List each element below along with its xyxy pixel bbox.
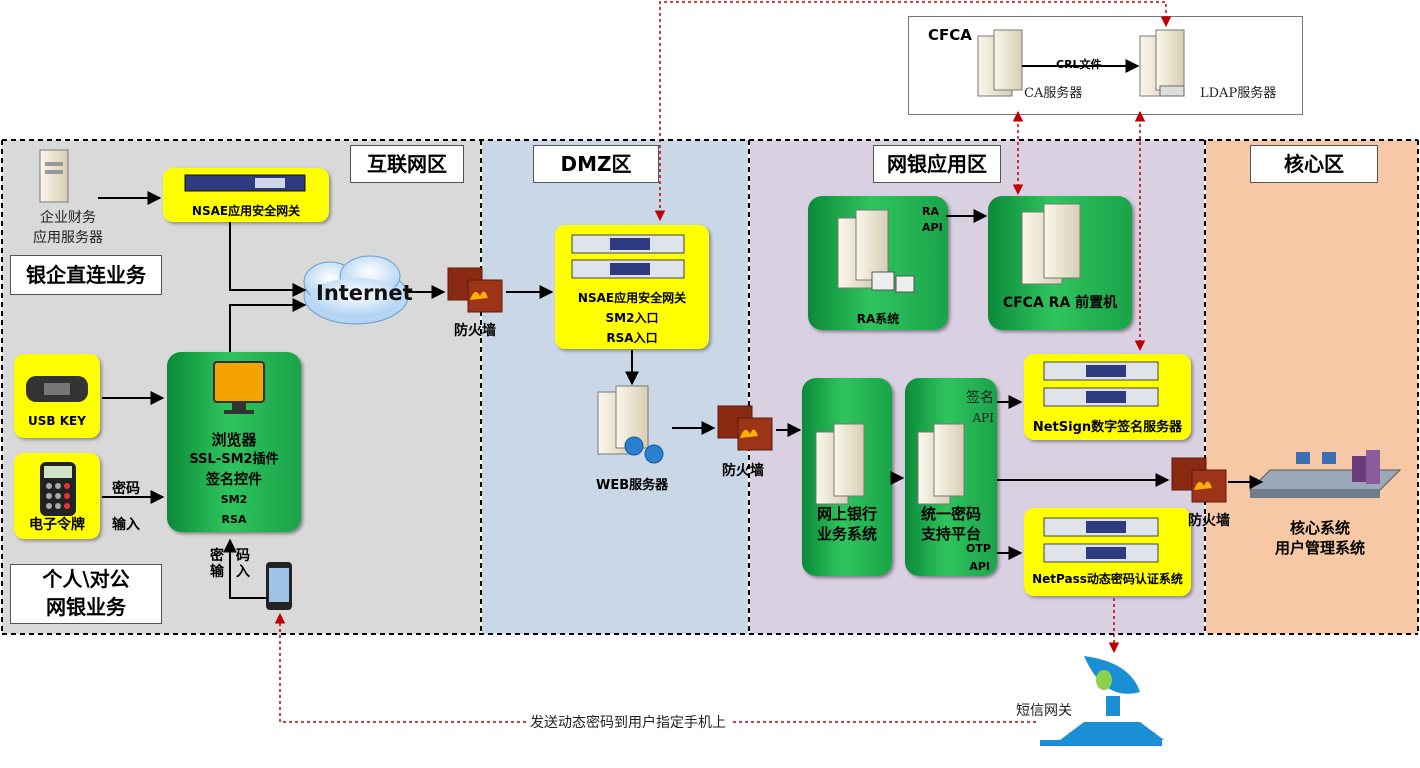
ra-api-label: RA API bbox=[922, 204, 943, 236]
ra-system-label: RA系统 bbox=[856, 312, 900, 326]
enterprise-server-line1: 企业财务 bbox=[40, 210, 96, 226]
cfca-title: CFCA bbox=[928, 26, 972, 44]
netpass-device bbox=[1043, 517, 1159, 563]
core-system-line1: 核心系统 bbox=[1289, 519, 1350, 537]
sms-gateway-label: 短信网关 bbox=[1016, 703, 1072, 719]
bank-enterprise-label: 银企直连业务 bbox=[10, 255, 162, 295]
zone-label-dmz: DMZ区 bbox=[533, 145, 659, 183]
dmz-gateway-line-2: SM2入口 bbox=[605, 311, 659, 325]
zone-dmz bbox=[482, 140, 748, 634]
usb-key-label: USB KEY bbox=[28, 414, 86, 428]
netbank-line-2: 业务系统 bbox=[816, 525, 877, 543]
send-otp-label: 发送动态密码到用户指定手机上 bbox=[526, 712, 730, 732]
web-server-icon bbox=[597, 385, 664, 464]
sign-api-line-1: 签名 bbox=[966, 390, 994, 406]
firewall-internet-label: 防火墙 bbox=[454, 323, 496, 339]
personal-line2: 网银业务 bbox=[46, 595, 126, 619]
core-system-line2: 用户管理系统 bbox=[1274, 539, 1365, 557]
sign-api-line-2: API bbox=[972, 411, 994, 425]
monitor-icon bbox=[213, 361, 265, 414]
cfca-ra-server-icon bbox=[1021, 203, 1081, 285]
dmz-gateway-line-3: RSA入口 bbox=[606, 331, 658, 345]
firewall-icon-internet bbox=[447, 267, 503, 313]
password-label: 密码 bbox=[112, 481, 140, 497]
crl-file-label: CRL文件 bbox=[1056, 58, 1102, 71]
enterprise-server-line2: 应用服务器 bbox=[33, 230, 103, 246]
otp-api-label: OTP API bbox=[966, 540, 991, 576]
core-system-label: 核心系统 用户管理系统 bbox=[1250, 518, 1390, 558]
sms-gateway-icon bbox=[1040, 656, 1164, 746]
personal-banking-label: 个人\对公 网银业务 bbox=[10, 564, 162, 624]
otp-api-line-2: API bbox=[969, 560, 990, 573]
netbank-system-label: 网上银行 业务系统 bbox=[802, 504, 892, 544]
web-server-label: WEB服务器 bbox=[596, 478, 669, 493]
browser-line-1: 浏览器 bbox=[211, 431, 257, 449]
cfca-ra-label: CFCA RA 前置机 bbox=[1002, 295, 1118, 311]
otp-platform-line-1: 统一密码 bbox=[920, 505, 981, 523]
internet-cloud-icon bbox=[303, 255, 409, 325]
token-label: 电子令牌 bbox=[29, 517, 85, 533]
dmz-gateway-lines: NSAE应用安全网关 SM2入口 RSA入口 bbox=[555, 288, 709, 348]
nsae-gateway-top-label: NSAE应用安全网关 bbox=[191, 204, 301, 218]
enterprise-server-label: 企业财务 应用服务器 bbox=[18, 208, 118, 248]
token-icon bbox=[40, 462, 76, 516]
phone-icon bbox=[266, 562, 292, 610]
browser-lines: 浏览器 SSL-SM2插件 签名控件 SM2 RSA bbox=[167, 430, 301, 530]
browser-line-4: SM2 bbox=[220, 493, 248, 506]
gateway-device-top bbox=[184, 174, 306, 192]
gateway-device-dmz bbox=[571, 234, 685, 279]
firewall-dmz-label: 防火墙 bbox=[722, 463, 764, 479]
code-enter-vertical: 码入 bbox=[236, 548, 250, 580]
input-label: 输入 bbox=[112, 517, 140, 533]
firewall-icon-dmz bbox=[717, 405, 773, 451]
personal-line1: 个人\对公 bbox=[42, 567, 130, 591]
firewall-core-label: 防火墙 bbox=[1188, 513, 1230, 529]
ra-api-line-2: API bbox=[922, 221, 943, 234]
otp-platform-label: 统一密码 支持平台 bbox=[905, 504, 997, 544]
ra-server-icon bbox=[837, 209, 915, 293]
otp-platform-line-2: 支持平台 bbox=[920, 525, 981, 543]
zone-label-internet: 互联网区 bbox=[350, 145, 464, 183]
zone-label-core: 核心区 bbox=[1250, 145, 1378, 183]
ca-server-icon bbox=[977, 29, 1023, 97]
otp-api-line-1: OTP bbox=[966, 542, 991, 555]
netsign-device bbox=[1043, 361, 1159, 407]
core-network-icon bbox=[1248, 450, 1402, 498]
ldap-server-icon bbox=[1139, 29, 1185, 97]
browser-line-2: SSL-SM2插件 bbox=[189, 452, 279, 467]
dmz-gateway-line-1: NSAE应用安全网关 bbox=[577, 291, 687, 305]
ldap-server-label: LDAP服务器 bbox=[1200, 86, 1277, 101]
ra-api-line-1: RA bbox=[922, 205, 939, 218]
netbank-server-icon bbox=[815, 423, 865, 505]
password-input-vertical: 密输 bbox=[210, 548, 224, 580]
enterprise-server-icon bbox=[39, 149, 69, 203]
internet-label: Internet bbox=[316, 281, 413, 305]
sign-api-label: 签名 API bbox=[958, 388, 994, 428]
ca-server-label: CA服务器 bbox=[1024, 86, 1083, 101]
netpass-label: NetPass动态密码认证系统 bbox=[1032, 572, 1183, 586]
netbank-line-1: 网上银行 bbox=[816, 505, 877, 523]
zone-core bbox=[1206, 140, 1418, 634]
firewall-icon-core bbox=[1171, 457, 1227, 503]
netsign-label: NetSign数字签名服务器 bbox=[1032, 420, 1183, 435]
browser-line-3: 签名控件 bbox=[206, 472, 262, 488]
otp-server-icon bbox=[917, 423, 965, 505]
browser-line-5: RSA bbox=[221, 513, 247, 526]
usb-key-icon bbox=[26, 376, 88, 402]
